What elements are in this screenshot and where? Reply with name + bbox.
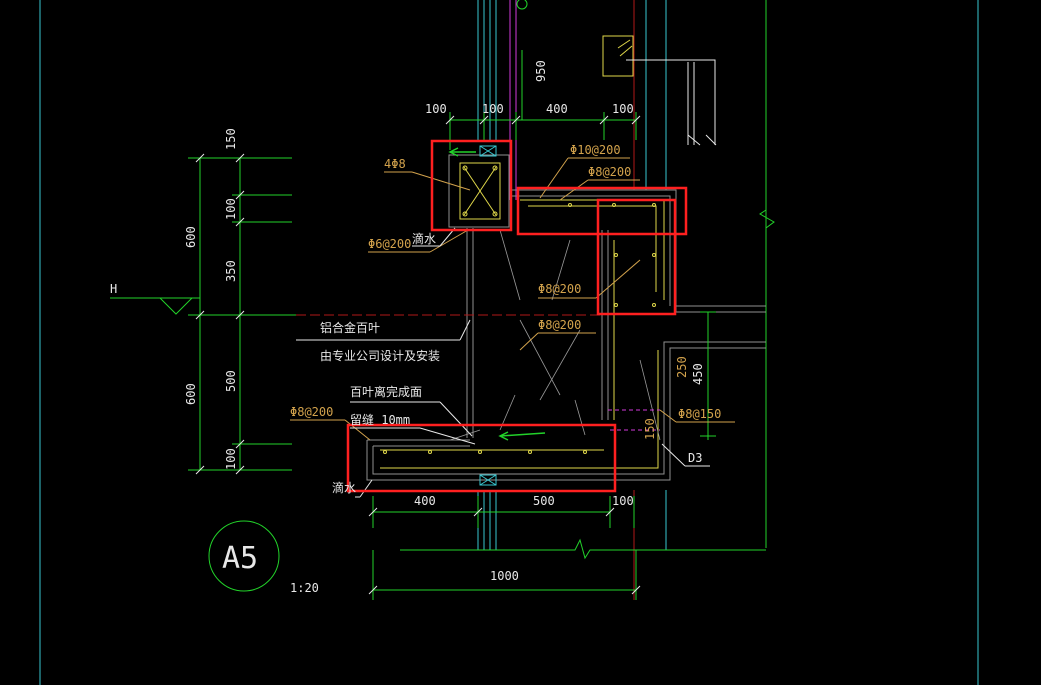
detail-id: A5 (222, 541, 258, 576)
dim-bottom-400: 400 (414, 494, 436, 508)
dim-top-3: 400 (546, 102, 568, 116)
dimension-lines (110, 50, 766, 600)
top-right-white-bracket (626, 59, 717, 146)
dim-top-2: 100 (482, 102, 504, 116)
detail-mark-circle (208, 520, 280, 592)
break-line-right (759, 209, 775, 229)
dim-bottom-100: 100 (612, 494, 634, 508)
rebar-label-phi8-200-right: Φ8@200 (538, 282, 581, 296)
rebar-label-phi8-200-bottom: Φ8@200 (290, 405, 333, 419)
dim-top-1: 100 (425, 102, 447, 116)
dim-left-outer-600b: 600 (184, 383, 198, 405)
note-drip-bottom: 滴水 (332, 480, 356, 495)
note-louver-1: 铝合金百叶 (320, 320, 380, 335)
note-drip-top: 滴水 (412, 231, 436, 246)
dim-left-350: 350 (224, 260, 238, 282)
magenta-dashes (608, 409, 660, 431)
section-hatch (449, 229, 661, 441)
highlight-box-top-beam (430, 139, 513, 232)
dim-left-100b: 100 (224, 448, 238, 470)
concrete-outline (366, 154, 766, 481)
dim-bottom-500: 500 (533, 494, 555, 508)
top-yellow-block (602, 35, 634, 77)
highlight-box-bottom-slab (346, 423, 617, 493)
rebar-label-phi8-200-top: Φ8@200 (588, 165, 631, 179)
note-louver-2: 由专业公司设计及安装 (320, 348, 440, 363)
drawing-scale: 1:20 (290, 581, 319, 595)
rebar-label-phi6-200: Φ6@200 (368, 237, 411, 251)
building-vertical-lines (477, 0, 767, 600)
leader-lines (290, 157, 735, 441)
dim-left-outer-600a: 600 (184, 226, 198, 248)
ref-tag-d3: D3 (688, 451, 702, 465)
dim-top-4: 100 (612, 102, 634, 116)
dim-right-250: 250 (675, 356, 689, 378)
dimension-ticks (195, 115, 641, 595)
rebar-label-4phi8: 4Φ8 (384, 157, 406, 171)
rebar-lines (380, 162, 665, 469)
rebar-label-phi10-200: Φ10@200 (570, 143, 621, 157)
dim-left-150: 150 (224, 128, 238, 150)
level-mark-h: H (110, 282, 117, 296)
rebar-dots (383, 165, 656, 454)
dim-total-1000: 1000 (490, 569, 519, 583)
highlight-box-right-block (596, 198, 677, 316)
top-small-circle (516, 0, 528, 10)
green-arrows (448, 147, 546, 441)
rebar-label-phi8-150: Φ8@150 (678, 407, 721, 421)
dim-left-500: 500 (224, 370, 238, 392)
dim-950: 950 (534, 60, 548, 82)
louver-symbols (479, 145, 497, 486)
highlight-boxes (346, 139, 688, 493)
highlight-box-upper-slab (516, 186, 688, 236)
dim-left-100a: 100 (224, 198, 238, 220)
note-louver-face: 百叶离完成面 (350, 384, 422, 399)
note-gap: 留缝 10mm (350, 412, 410, 427)
dim-right-450: 450 (691, 363, 705, 385)
drawing-frame (39, 0, 979, 685)
rebar-label-phi8-200-mid: Φ8@200 (538, 318, 581, 332)
dim-right-150: 150 (643, 418, 657, 440)
